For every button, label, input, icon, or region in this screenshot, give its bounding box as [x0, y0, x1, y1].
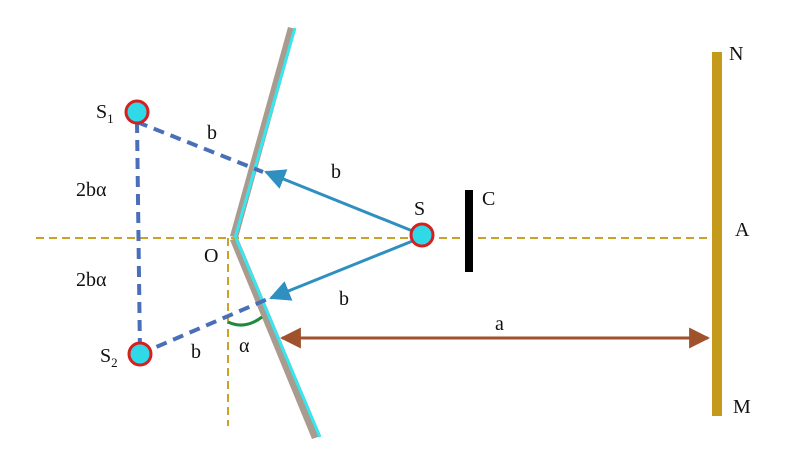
s1-to-upper-mirror-dashed	[136, 120, 264, 174]
barrier-c	[465, 190, 473, 272]
label-s2: S2	[100, 345, 118, 370]
source-s1	[124, 99, 150, 125]
label-b-bottom-ray: b	[339, 288, 349, 310]
label-b-top-ray: b	[331, 161, 341, 183]
label-n: N	[729, 43, 743, 65]
source-s2	[127, 341, 153, 367]
s2-to-lower-mirror-dashed	[139, 296, 271, 356]
label-sep-top: 2bα	[76, 179, 107, 201]
label-distance-a: a	[495, 313, 504, 335]
label-b-top-dashed: b	[207, 122, 217, 144]
label-alpha: α	[239, 335, 250, 357]
label-s1: S1	[96, 101, 114, 126]
lower-mirror-face	[234, 237, 322, 438]
label-m: M	[733, 396, 751, 418]
angle-alpha-arc	[227, 315, 263, 327]
label-o: O	[204, 245, 218, 267]
label-sep-bottom: 2bα	[76, 269, 107, 291]
screen-nm	[712, 52, 722, 416]
label-b-bottom-dashed: b	[191, 341, 201, 363]
ray-to-upper-mirror	[264, 169, 421, 236]
label-a-point: A	[735, 219, 750, 241]
upper-mirror-face	[233, 27, 297, 239]
source-s	[409, 222, 435, 248]
s1-s2-dashed	[135, 121, 142, 355]
label-s: S	[414, 198, 425, 220]
label-c: C	[482, 188, 495, 210]
ray-to-lower-mirror	[269, 236, 421, 301]
